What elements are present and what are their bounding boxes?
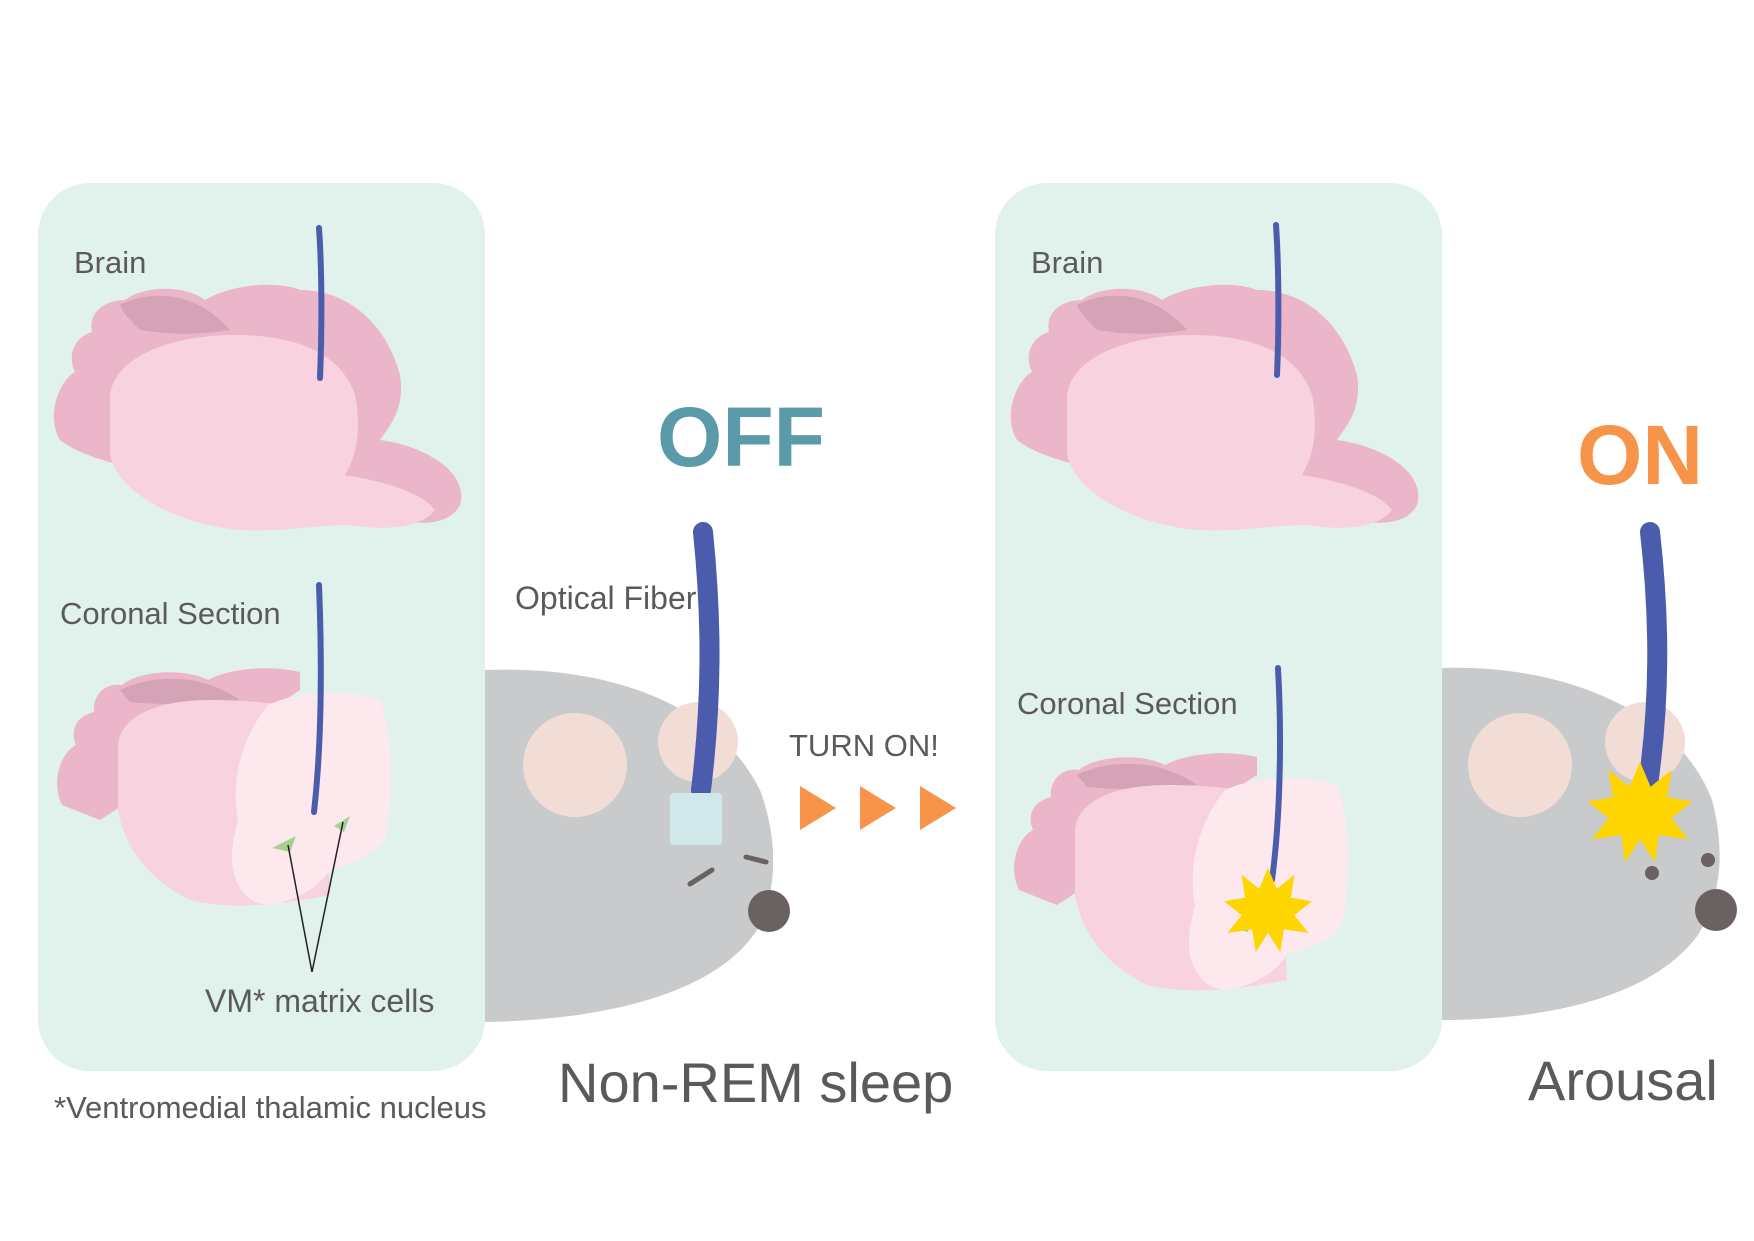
mouse-nose — [748, 890, 790, 932]
right-panel: Brain Coronal Section — [995, 183, 1442, 1071]
coronal-section-label: Coronal Section — [1017, 686, 1238, 721]
mouse-icon — [1442, 668, 1737, 1020]
mouse-nose — [1695, 889, 1737, 931]
off-label: OFF — [657, 390, 825, 484]
play-arrow-icon — [920, 786, 956, 830]
mouse-eye-open — [1645, 866, 1659, 880]
mouse-ear — [1468, 713, 1572, 817]
mouse-eye-open — [1701, 853, 1715, 867]
mouse-icon — [485, 670, 790, 1022]
turn-on-label: TURN ON! — [789, 728, 939, 763]
vm-matrix-cells-label: VM* matrix cells — [205, 983, 434, 1019]
footnote: *Ventromedial thalamic nucleus — [54, 1090, 487, 1125]
fiber-tip — [670, 793, 722, 845]
non-rem-sleep-caption: Non-REM sleep — [558, 1051, 953, 1114]
optical-fiber-icon — [1276, 225, 1278, 375]
optical-fiber-label: Optical Fiber — [515, 580, 697, 616]
arousal-caption: Arousal — [1528, 1049, 1718, 1112]
optical-fiber-icon — [701, 532, 710, 790]
play-arrow-icon — [800, 786, 836, 830]
on-label: ON — [1577, 408, 1703, 502]
coronal-section-label: Coronal Section — [60, 596, 281, 631]
left-panel: Brain Coronal Section VM* matrix cells — [38, 183, 485, 1071]
optical-fiber-icon — [1648, 532, 1657, 785]
mouse-ear — [523, 713, 627, 817]
optical-fiber-icon — [319, 228, 321, 378]
brain-label: Brain — [74, 245, 146, 280]
brain-label: Brain — [1031, 245, 1103, 280]
play-arrow-icon — [860, 786, 896, 830]
